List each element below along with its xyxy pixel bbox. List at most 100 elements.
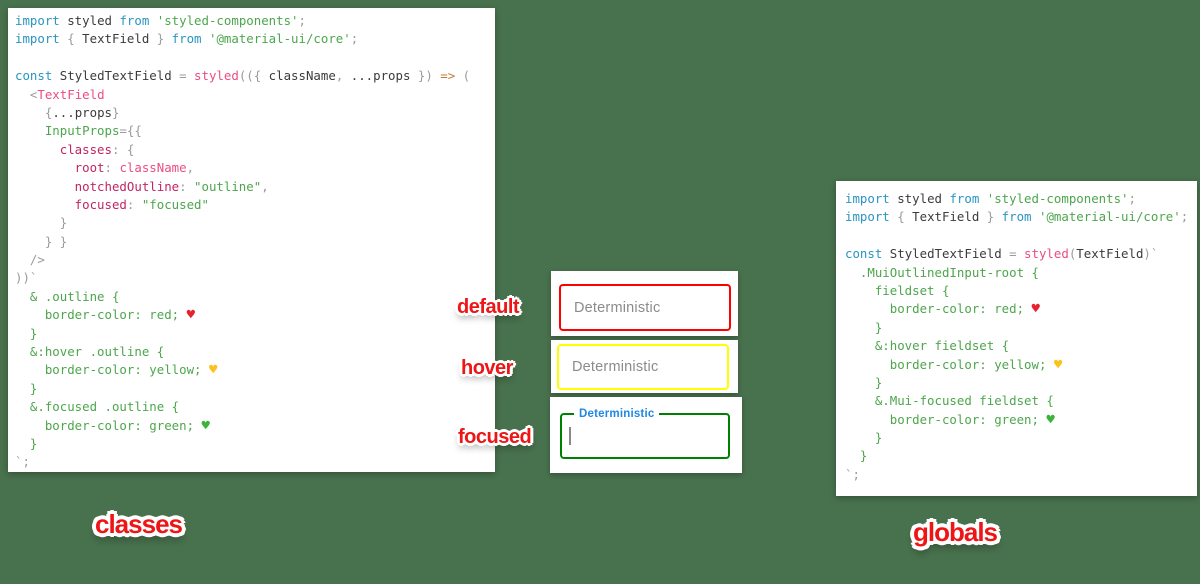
code-token: { [59,31,75,47]
code-token: ; [1180,209,1189,225]
code-token: InputProps [15,123,120,139]
code-token: } [112,104,120,120]
code-line: border-color: green; ♥ [845,411,1197,429]
heart-yellow-icon: ♥ [1053,356,1063,373]
code-token: } [15,435,38,451]
code-token: border-color: yellow; [15,362,209,378]
code-token: } [845,319,883,335]
heart-red-icon: ♥ [1031,301,1040,318]
code-token: : [179,178,187,194]
state-label-default: default [457,296,520,318]
code-line: import styled from 'styled-components'; [845,190,1197,208]
code-token: StyledTextField [52,68,172,84]
globals-code-panel: import styled from 'styled-components';i… [836,181,1197,496]
code-token: classes [15,141,112,157]
code-token: styled [889,191,942,206]
code-token: } [845,374,883,390]
code-token: border-color: green; [15,417,202,433]
code-token: '@material-ui/core' [1031,209,1181,225]
code-token: ; [350,31,359,47]
textfield-hover[interactable]: Deterministic [557,344,729,390]
code-token: } [845,430,883,446]
code-token: ...props [343,68,411,84]
code-token: } [15,380,38,396]
code-token: } [979,209,995,225]
code-token: { [15,104,53,120]
code-line: import { TextField } from '@material-ui/… [845,208,1197,226]
code-token: } [149,31,165,47]
code-token: }) [410,68,433,84]
code-token: TextField [1076,246,1144,262]
code-token: from [994,209,1032,225]
code-line: import { TextField } from '@material-ui/… [15,30,495,48]
code-line: border-color: yellow; ♥ [15,361,495,379]
code-token: from [941,191,980,206]
code-token: className [261,68,336,84]
textfield-demo-card-focused: Deterministic [550,397,742,473]
code-token: from [111,13,150,28]
code-token: className [112,160,187,176]
code-line: } [845,429,1197,447]
code-token: { [889,209,905,225]
code-token: & .outline { [15,288,120,304]
code-token: "outline" [186,178,262,194]
code-token: `; [845,466,860,482]
code-token: : [126,196,135,212]
code-token: } } [15,233,68,249]
code-token: &:hover .outline { [15,344,165,360]
code-token: StyledTextField [882,246,1002,262]
code-line: .MuiOutlinedInput-root { [845,264,1197,282]
code-token: '@material-ui/core' [201,31,351,47]
code-line: fieldset { [845,282,1197,300]
code-line: {...props} [15,104,495,122]
code-token: TextField [904,209,980,225]
textfield-demo-card-default: Deterministic [551,271,738,336]
code-token: TextField [74,31,150,47]
code-line: } [845,374,1197,392]
code-token: ( [1068,246,1077,262]
code-token: => [432,68,456,84]
code-line: } [15,380,495,398]
code-token: &.Mui-focused fieldset { [845,393,1054,409]
state-label-focused: focused [458,426,532,448]
code-line: } [15,325,495,343]
code-line: classes: { [15,141,495,159]
code-token: import [845,191,890,206]
code-line [845,227,1197,245]
code-line: `; [845,466,1197,484]
code-line: } [15,435,495,453]
text-cursor [569,427,571,445]
code-line: ))` [15,269,495,287]
classes-code-panel: import styled from 'styled-components';i… [8,8,495,472]
code-line: } [845,447,1197,465]
code-token: 'styled-components' [149,13,299,28]
code-token: ={{ [119,123,142,139]
code-line: const StyledTextField = styled(({ classN… [15,67,495,85]
heart-green-icon: ♥ [201,417,210,434]
code-token: fieldset { [845,282,950,298]
textfield-default[interactable]: Deterministic [559,284,731,331]
code-token: , [186,160,195,176]
code-token: root [15,160,105,176]
code-token: ; [1128,191,1136,206]
code-line [15,49,495,67]
code-token: } [15,215,68,231]
code-line: `; [15,453,495,471]
code-token: border-color: yellow; [845,356,1054,372]
code-token: focused [15,196,127,212]
code-line: &.Mui-focused fieldset { [845,392,1197,410]
code-token: } [15,325,38,341]
textfield-focused[interactable]: Deterministic [560,407,730,459]
code-token: ...props [52,104,112,120]
code-token: = [1001,246,1017,262]
code-line: & .outline { [15,288,495,306]
heart-yellow-icon: ♥ [208,362,218,379]
code-line: &:hover .outline { [15,343,495,361]
code-line: import styled from 'styled-components'; [15,12,495,30]
code-token: } [845,448,868,464]
code-line: notchedOutline: "outline", [15,178,495,196]
code-line: } [845,319,1197,337]
caption-globals: globals [913,517,998,547]
code-line: &:hover fieldset { [845,337,1197,355]
code-line: border-color: red; ♥ [845,300,1197,318]
